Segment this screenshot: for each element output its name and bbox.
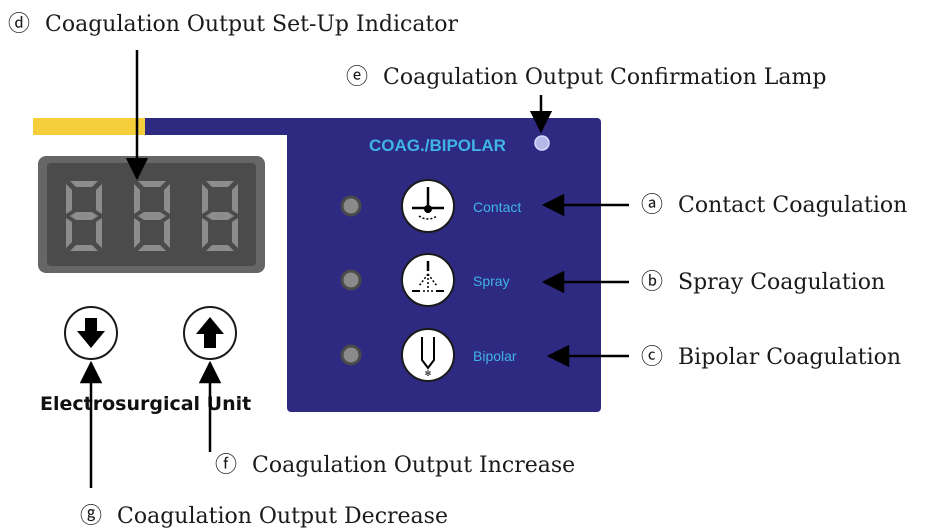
spray-coagulation-button[interactable] [401, 253, 455, 307]
decrease-button[interactable] [64, 306, 118, 360]
panel-header: COAG./BIPOLAR [369, 136, 506, 155]
contact-coagulation-button[interactable] [401, 179, 455, 233]
callout-marker-f: ⓕ [215, 453, 237, 478]
confirmation-lamp [534, 135, 550, 151]
callout-label-a: ⓐ Contact Coagulation [641, 193, 907, 218]
callout-label-b: ⓑ Spray Coagulation [641, 270, 885, 295]
unit-label: Electrosurgical Unit [40, 393, 251, 415]
callout-label-g: ⓖ Coagulation Output Decrease [80, 504, 448, 529]
callout-marker-c: ⓒ [641, 345, 663, 370]
callout-marker-b: ⓑ [641, 270, 663, 295]
callout-marker-g: ⓖ [80, 504, 102, 529]
arrow-up-icon [196, 317, 224, 348]
mode-label-bipolar: Bipolar [473, 348, 517, 364]
callout-label-d: ⓓ Coagulation Output Set-Up Indicator [8, 12, 459, 37]
callout-marker-e: ⓔ [346, 65, 368, 90]
yellow-accent-bar [33, 118, 145, 135]
bipolar-indicator-lamp [340, 344, 362, 366]
contact-coagulation-icon [412, 187, 444, 220]
callout-label-e: ⓔ Coagulation Output Confirmation Lamp [346, 65, 826, 90]
svg-text:✻: ✻ [425, 369, 432, 378]
callout-label-c: ⓒ Bipolar Coagulation [641, 345, 901, 370]
mode-label-contact: Contact [473, 199, 521, 215]
arrow-down-icon [77, 318, 105, 348]
callout-label-f: ⓕ Coagulation Output Increase [215, 453, 575, 478]
bipolar-coagulation-icon: ✻ [421, 337, 435, 378]
spray-coagulation-icon [412, 261, 444, 292]
spray-indicator-lamp [340, 269, 362, 291]
contact-indicator-lamp [340, 195, 362, 217]
callout-marker-a: ⓐ [641, 193, 663, 218]
callout-marker-d: ⓓ [8, 12, 30, 37]
output-display [38, 156, 265, 273]
increase-button[interactable] [183, 306, 237, 360]
bipolar-coagulation-button[interactable]: ✻ [401, 328, 455, 382]
mode-label-spray: Spray [473, 273, 510, 289]
